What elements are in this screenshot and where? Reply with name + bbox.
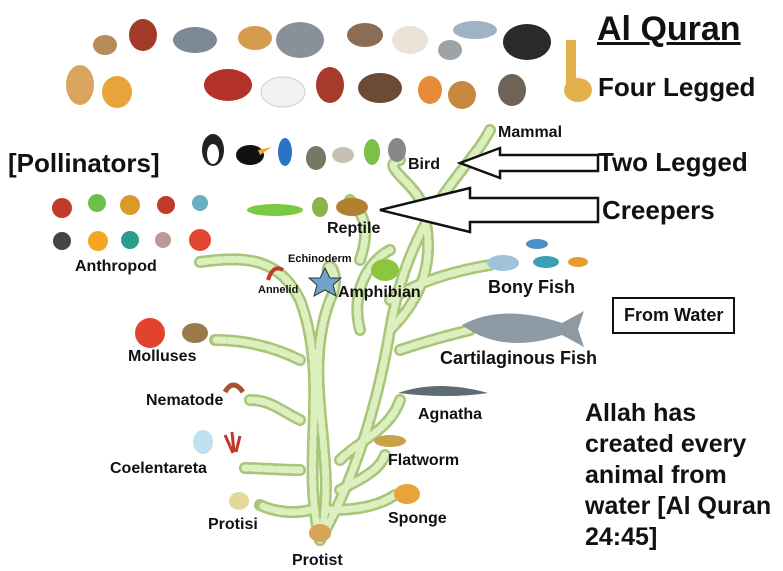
label-cartilaginous-fish: Cartilaginous Fish (440, 348, 597, 369)
label-amphibian: Amphibian (338, 284, 421, 302)
label-protist: Protist (292, 552, 343, 570)
mammal-illustrations (66, 19, 592, 109)
label-sponge: Sponge (388, 510, 447, 528)
quran-message: Allah has created every animal from wate… (585, 398, 783, 553)
label-creepers: Creepers (602, 195, 715, 226)
label-flatworm: Flatworm (388, 452, 459, 470)
label-agnatha: Agnatha (418, 406, 482, 424)
label-bird: Bird (408, 156, 440, 174)
tree-branches (200, 130, 490, 540)
label-two-legged: Two Legged (598, 147, 748, 178)
insect-illustrations (52, 194, 211, 251)
label-annelid: Annelid (258, 284, 298, 296)
label-pollinators: [Pollinators] (8, 148, 160, 179)
label-anthropod: Anthropod (75, 258, 157, 276)
page-title: Al Quran (597, 10, 741, 49)
label-from-water-box: From Water (612, 297, 735, 334)
label-four-legged: Four Legged (598, 72, 755, 103)
label-molluses: Molluses (128, 348, 196, 366)
label-nematode: Nematode (146, 392, 223, 410)
reptile-illustrations (247, 197, 368, 217)
label-coelentareta: Coelentareta (110, 460, 207, 478)
label-bony-fish: Bony Fish (488, 277, 575, 298)
bird-illustrations (202, 134, 406, 170)
label-echinoderm: Echinoderm (288, 253, 352, 265)
label-protisi: Protisi (208, 516, 258, 534)
label-mammal: Mammal (498, 124, 562, 142)
label-reptile: Reptile (327, 220, 380, 238)
